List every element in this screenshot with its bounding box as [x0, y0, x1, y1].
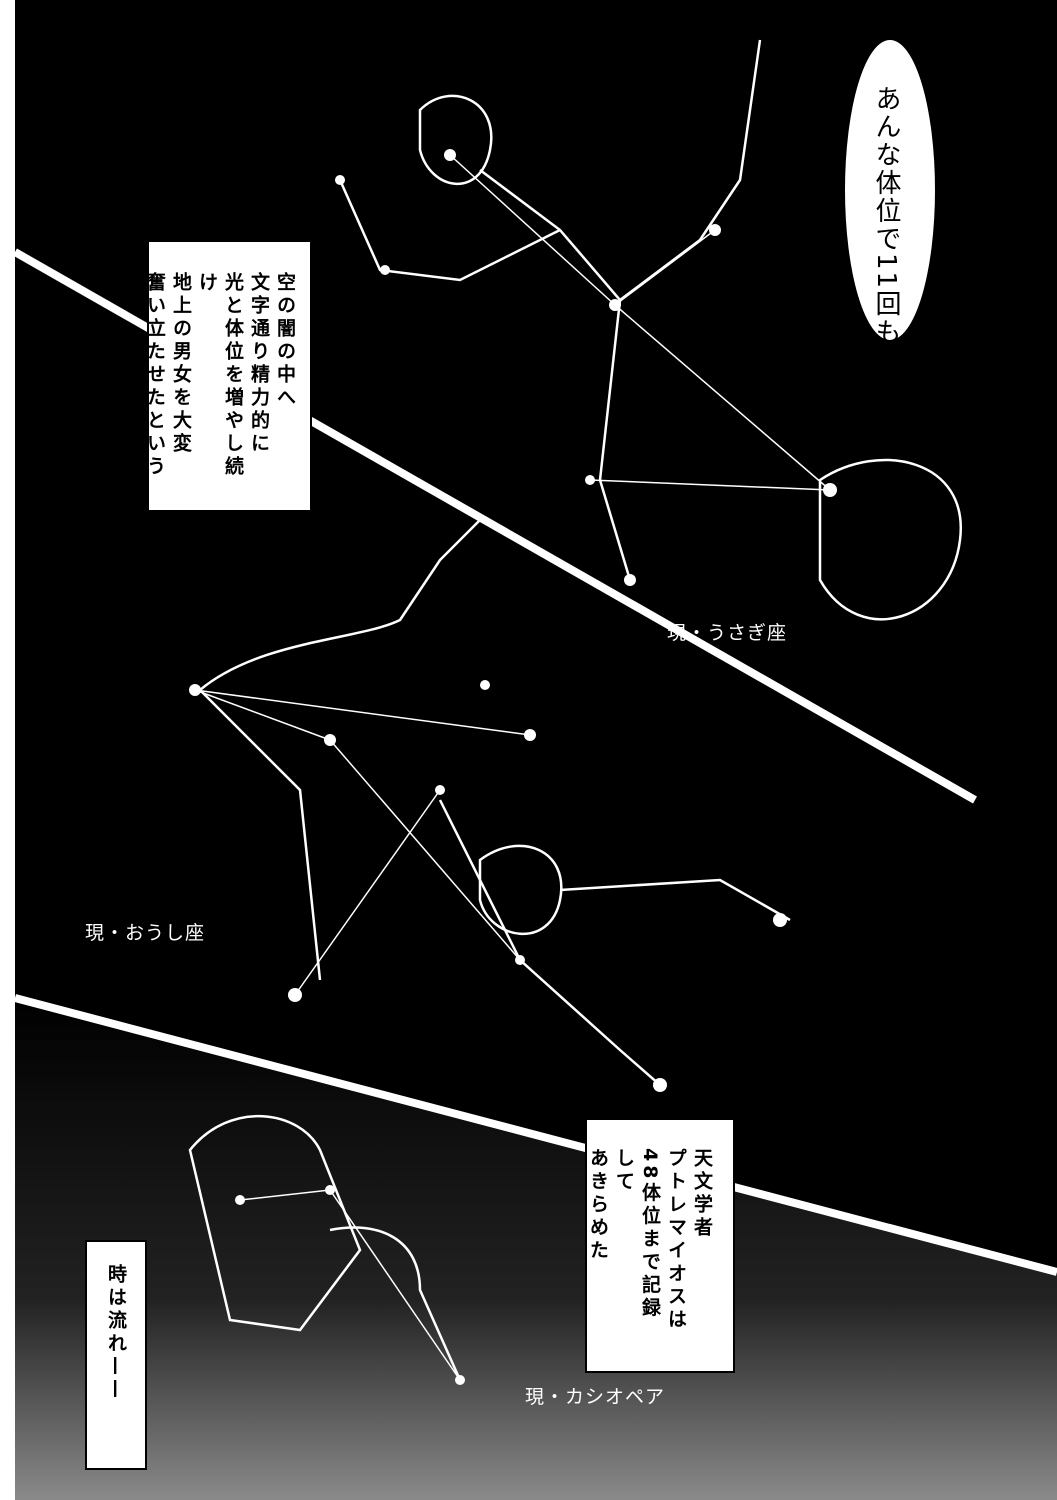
- speech-bubble: [845, 40, 935, 340]
- narration-line: 天文学者: [691, 1148, 713, 1240]
- narration-box-time: 時は流れ——: [85, 1240, 147, 1470]
- label-cassiopeia-constellation: 現・カシオペア: [525, 1386, 666, 1408]
- label-taurus-constellation: 現・おうし座: [85, 922, 206, 944]
- panel-divider-2: [13, 994, 1057, 1276]
- narration-time-text: 時は流れ——: [105, 1264, 127, 1402]
- figure-outlines: [188, 39, 962, 1381]
- narration-box-top: 空の闇の中へ 文字通り精力的に 光と体位を増やし続け 地上の男女を大変 奮い立た…: [144, 240, 312, 512]
- label-rabbit-constellation: 現・うさぎ座: [667, 622, 788, 644]
- narration-box-bottom: 天文学者 プトレマイオスは 48体位まで記録して あきらめた: [585, 1118, 735, 1373]
- narration-line: 文字通り精力的に: [248, 272, 270, 456]
- narration-line: 空の闇の中へ: [274, 272, 296, 410]
- narration-line: 48体位まで記録して: [613, 1148, 661, 1321]
- narration-line: 奮い立たせたという: [144, 272, 166, 479]
- constellation-lines: [194, 154, 831, 1381]
- narration-line: あきらめた: [587, 1148, 609, 1263]
- stars: [189, 149, 837, 1385]
- narration-line: 地上の男女を大変: [170, 272, 192, 456]
- speech-bubble-text: あんな体位で11回も…: [871, 85, 901, 375]
- narration-line: 光と体位を増やし続け: [196, 272, 244, 479]
- starry-panel: [15, 1000, 1057, 1500]
- narration-line: プトレマイオスは: [665, 1148, 687, 1332]
